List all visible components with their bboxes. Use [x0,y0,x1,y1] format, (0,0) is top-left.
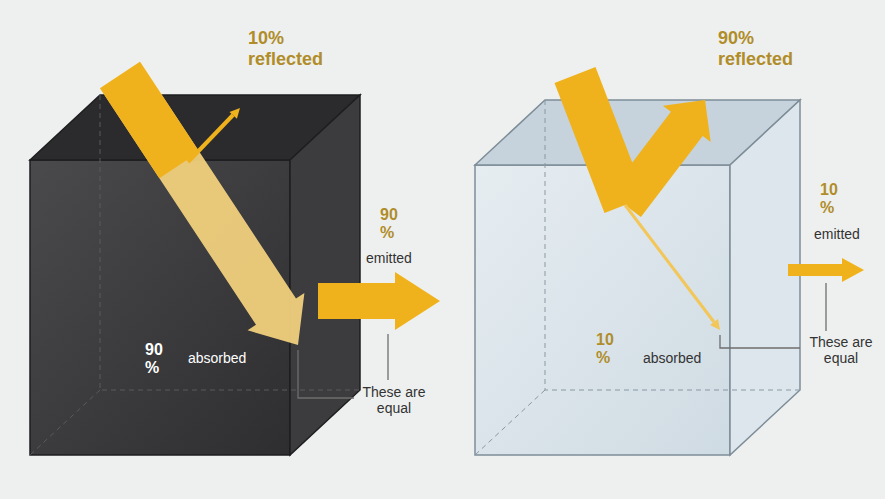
bracket-line [825,283,826,331]
reflected-ray [609,100,711,217]
percent-label: 90% reflected [718,28,813,69]
emitted-ray [318,272,440,330]
process-label: emitted [814,226,874,242]
percent-label: 10% reflected [248,28,343,69]
absorbed-ray [625,205,714,322]
arrowhead [230,108,241,119]
bracket-line [387,334,388,380]
note-label: These are equal [356,384,432,416]
incoming-ray [100,62,199,178]
hidden-edge [475,390,545,455]
process-label: absorbed [643,350,709,366]
percent-label: 10 % [596,331,624,368]
reflected-ray [188,115,233,162]
white-box [475,100,800,455]
percent-label: 90 % [380,206,408,243]
process-label: absorbed [188,350,254,366]
percent-label: 90 % [145,341,173,378]
arrowhead [710,319,720,330]
hidden-edge [30,390,100,455]
process-label: emitted [366,250,436,266]
absorbed-ray [100,62,304,345]
percent-label: 10 % [820,181,848,218]
emitted-ray [788,258,864,282]
bracket-line [720,335,800,348]
box-side-face [290,95,360,455]
bracket-line [298,350,354,398]
box-side-face [730,100,800,455]
note-label: These are equal [806,334,876,366]
box-front-face [475,165,730,455]
